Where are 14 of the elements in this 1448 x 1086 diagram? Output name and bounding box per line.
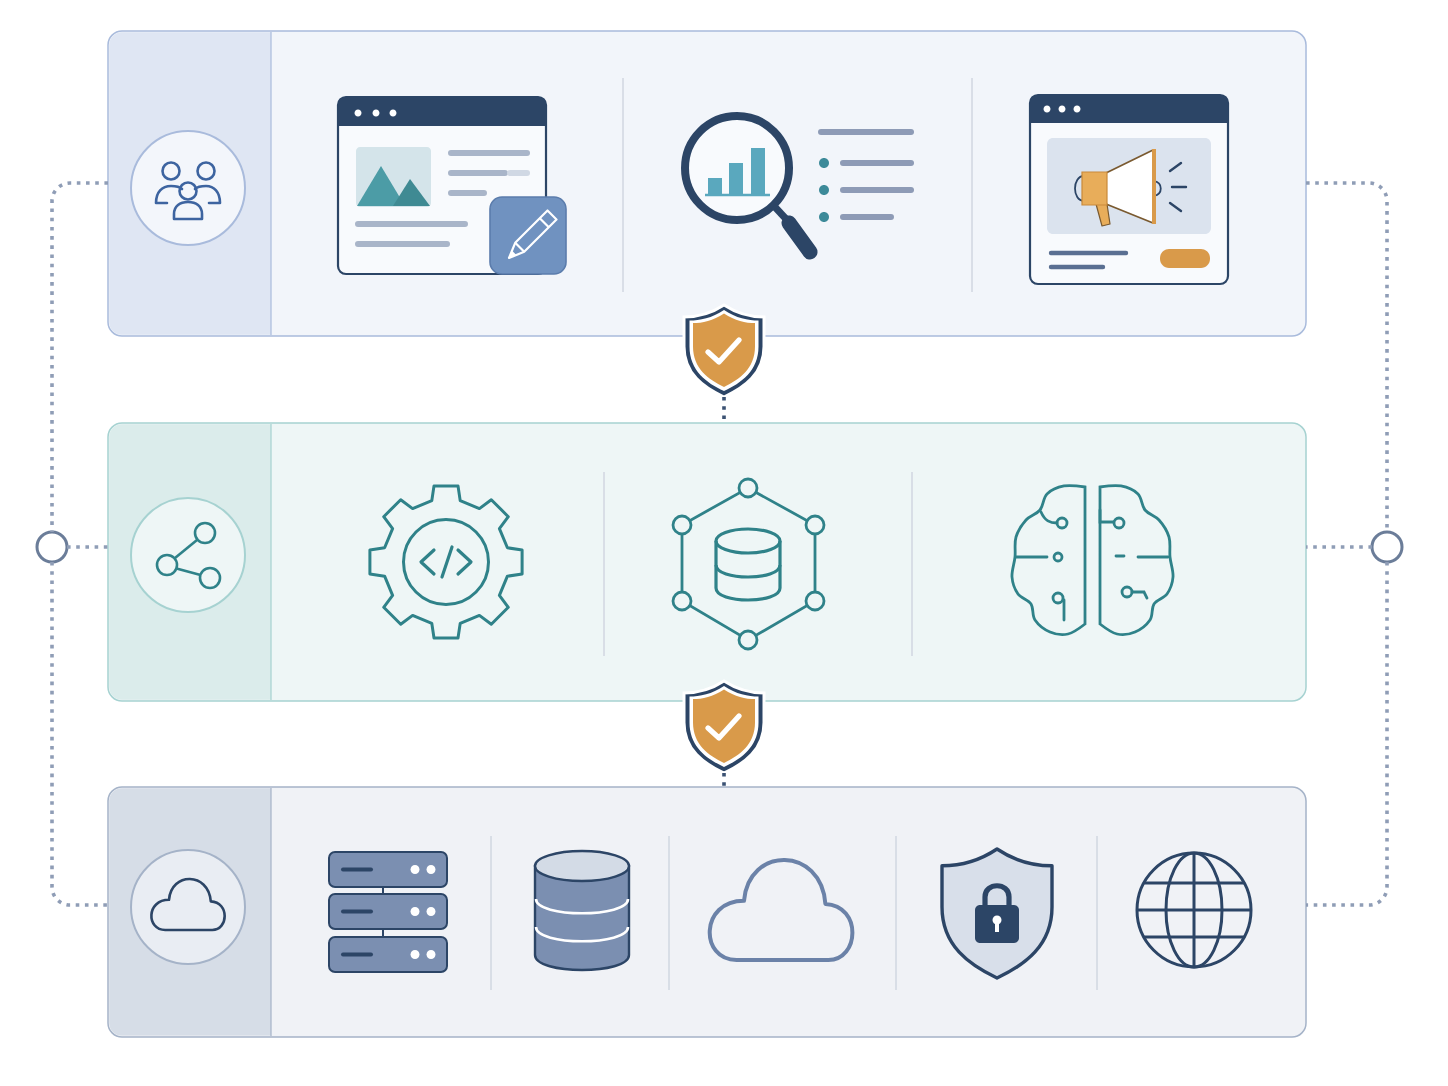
- layer-panel: [107, 422, 1307, 702]
- dotted-connector: [1306, 545, 1372, 549]
- icon-circle: [130, 497, 246, 613]
- dotted-connector: [50, 562, 108, 907]
- icon-circle: [130, 130, 246, 246]
- shield-check-icon: [682, 303, 766, 399]
- connector-circle: [1370, 530, 1404, 564]
- dotted-connector: [1306, 562, 1389, 907]
- dotted-connector: [50, 181, 108, 532]
- dotted-connector: [722, 773, 726, 787]
- icon-circle: [130, 849, 246, 965]
- connector-circle: [35, 530, 69, 564]
- dotted-connector: [67, 545, 108, 549]
- shield-check-icon: [682, 679, 766, 775]
